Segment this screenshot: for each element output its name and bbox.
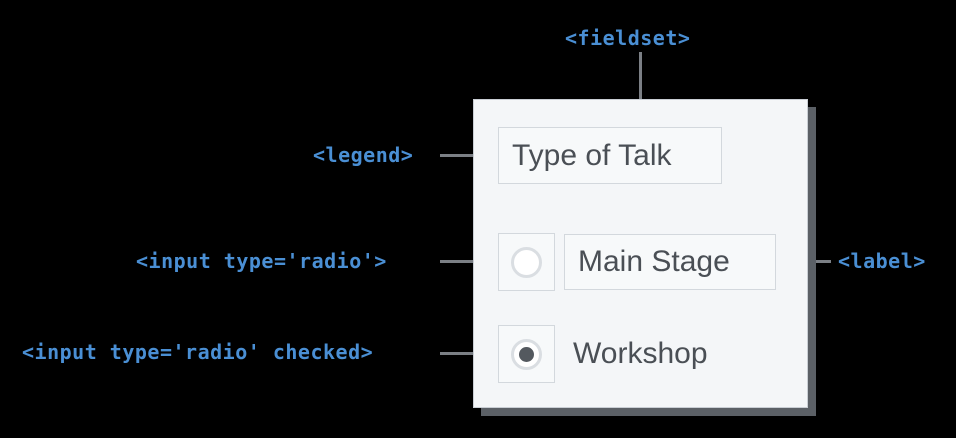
radio-input-cell-workshop[interactable] [498,325,555,383]
annotation-fieldset-label: <fieldset> [565,26,691,50]
radio-label-main-stage[interactable]: Main Stage [564,234,776,290]
fieldset-container: Type of Talk Main Stage Workshop [473,99,808,408]
radio-button-icon-unchecked[interactable] [511,246,542,278]
radio-label-workshop[interactable]: Workshop [573,337,708,370]
fieldset-legend: Type of Talk [498,127,722,184]
annotation-input-radio-checked-label: <input type='radio' checked> [22,340,374,364]
annotation-label-label: <label> [838,249,926,273]
radio-row-workshop: Workshop [498,325,708,383]
radio-label-text-main-stage: Main Stage [578,245,730,278]
leader-line-input-radio-checked [440,352,480,355]
radio-row-main-stage: Main Stage [498,233,776,291]
legend-text: Type of Talk [512,138,672,172]
leader-line-label [801,260,831,263]
radio-button-icon-checked[interactable] [511,338,542,370]
radio-dot [519,346,534,362]
leader-line-input-radio [440,260,480,263]
radio-input-cell-main-stage[interactable] [498,233,555,291]
annotation-legend-label: <legend> [313,143,414,167]
leader-line-fieldset [639,52,642,100]
annotation-input-radio-label: <input type='radio'> [136,249,387,273]
leader-line-legend [440,154,480,157]
